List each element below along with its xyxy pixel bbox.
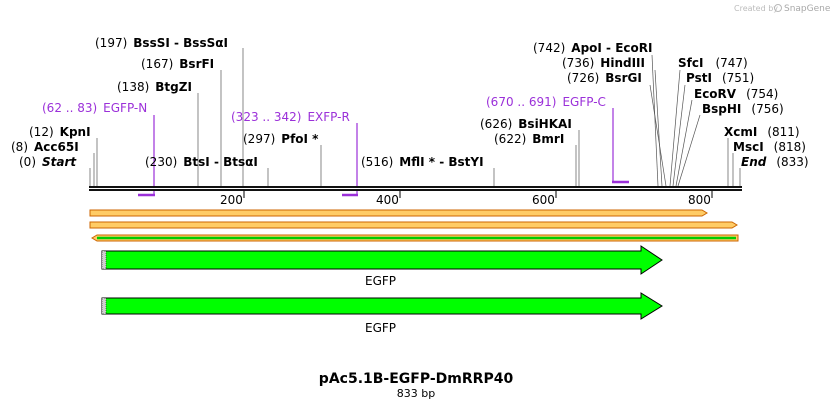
enzyme-label[interactable]: EcoRV(754) <box>694 87 778 101</box>
feature-arrow[interactable] <box>101 245 663 275</box>
sequence-title: pAc5.1B-EGFP-DmRRP40 <box>319 371 514 387</box>
primer-label[interactable]: (323 .. 342)EXFP-R <box>231 110 350 124</box>
enzyme-label[interactable]: (8)Acc65I <box>11 140 79 154</box>
feature-egfp-2[interactable]: EGFP <box>101 292 663 335</box>
enzyme-label[interactable]: (230)BtsI - BtsαI <box>145 155 258 169</box>
feature-arrow[interactable] <box>101 292 663 320</box>
ruler-labels: 200 400 600 800 <box>220 193 711 207</box>
enzyme-label[interactable]: PstI(751) <box>686 71 754 85</box>
enzyme-label[interactable]: (167)BsrFI <box>141 57 214 71</box>
ruler <box>243 191 713 198</box>
enzyme-label[interactable]: BspHI(756) <box>702 102 784 116</box>
enzyme-label[interactable]: (516)MflI * - BstYI <box>361 155 484 169</box>
enzyme-label[interactable]: SfcI(747) <box>678 56 748 70</box>
sequence-backbone <box>89 186 742 191</box>
enzyme-labels-right: (742)ApoI - EcoRI (736)HindIII (726)BsrG… <box>480 41 809 169</box>
tick-label: 600 <box>532 193 555 207</box>
primer-label[interactable]: (62 .. 83)EGFP-N <box>42 101 147 115</box>
enzyme-labels-left: (197)BssSI - BssSαI (167)BsrFI (138)BtgZ… <box>11 36 484 169</box>
sequence-length: 833 bp <box>397 387 435 400</box>
feature-egfp-1[interactable]: EGFP <box>101 245 663 288</box>
feature-label: EGFP <box>365 274 396 288</box>
enzyme-leader-lines <box>89 48 741 187</box>
tick-label: 400 <box>376 193 399 207</box>
credit-prefix: Created by <box>734 4 778 13</box>
snapgene-logo-icon <box>774 4 782 12</box>
tick-label: 200 <box>220 193 243 207</box>
enzyme-label[interactable]: (138)BtgZI <box>117 80 192 94</box>
enzyme-label[interactable]: (622)BmrI <box>494 132 564 146</box>
primer-labels: (62 .. 83)EGFP-N (323 .. 342)EXFP-R (670… <box>42 95 606 124</box>
credit-brand: SnapGene <box>784 4 831 14</box>
enzyme-label[interactable]: (12)KpnI <box>29 125 91 139</box>
enzyme-label[interactable]: (197)BssSI - BssSαI <box>95 36 228 50</box>
enzyme-label[interactable]: XcmI(811) <box>724 125 800 139</box>
enzyme-label[interactable]: MscI(818) <box>733 140 806 154</box>
sequence-start-label: (0)Start <box>19 155 77 169</box>
snapgene-credit: Created by SnapGene <box>734 4 831 14</box>
primer-label[interactable]: (670 .. 691)EGFP-C <box>486 95 606 109</box>
enzyme-label[interactable]: (726)BsrGI <box>567 71 642 85</box>
orf-forward-1[interactable] <box>89 209 708 217</box>
enzyme-label[interactable]: (742)ApoI - EcoRI <box>533 41 652 55</box>
tick-label: 800 <box>688 193 711 207</box>
enzyme-label[interactable]: (297)PfoI * <box>243 132 319 146</box>
enzyme-label[interactable]: (736)HindIII <box>562 56 645 70</box>
orf-forward-2[interactable] <box>89 221 738 229</box>
sequence-end-label: End(833) <box>741 155 809 169</box>
feature-label: EGFP <box>365 321 396 335</box>
orf-tracks <box>89 209 739 242</box>
enzyme-label[interactable]: (626)BsiHKAI <box>480 117 572 131</box>
primer-marks <box>138 108 629 197</box>
